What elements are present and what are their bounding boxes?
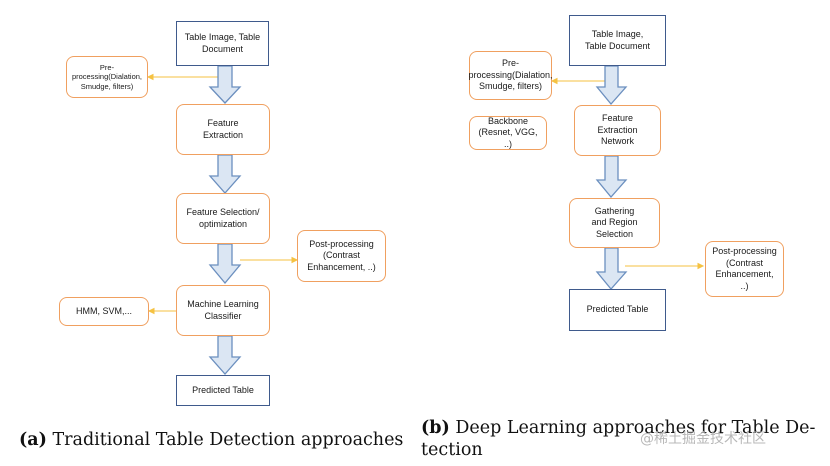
caption-b-line2: tection	[421, 440, 483, 460]
caption-b: (b) Deep Learning approaches for Table D…	[421, 417, 815, 461]
watermark: @稀土掘金技术社区	[640, 431, 766, 447]
block-arrow-a4	[208, 335, 242, 375]
caption-b-line1: Deep Learning approaches for Table De-	[455, 418, 816, 438]
block-arrow-b3	[595, 247, 628, 291]
b-input-box: Table Image, Table Document	[569, 15, 666, 66]
b-postprocessing-box: Post-processing (Contrast Enhancement, .…	[705, 241, 784, 297]
a-input-box: Table Image, Table Document	[176, 21, 269, 66]
caption-a: (a) Traditional Table Detection approach…	[19, 429, 403, 451]
a-classifier-examples-box: HMM, SVM,...	[59, 297, 149, 326]
a-classifier-box: Machine Learning Classifier	[176, 285, 270, 336]
a-feature-extraction-box: Feature Extraction	[176, 104, 270, 155]
a-output-box: Predicted Table	[176, 375, 270, 406]
caption-a-text: Traditional Table Detection approaches	[52, 430, 404, 450]
a-feature-selection-box: Feature Selection/ optimization	[176, 193, 270, 244]
block-arrow-b2	[595, 155, 628, 199]
caption-b-line1-wrap: (b) Deep Learning approaches for Table D…	[421, 417, 815, 439]
block-arrow-a1	[208, 65, 242, 104]
b-preprocessing-box: Pre-processing(Dialation, Smudge, filter…	[468, 51, 553, 100]
b-output-box: Predicted Table	[569, 289, 666, 331]
block-arrow-a3	[208, 243, 242, 285]
b-feature-extraction-box: Feature Extraction Network	[574, 105, 661, 156]
a-postprocessing-box: Post-processing (Contrast Enhancement, .…	[297, 230, 386, 282]
b-backbone-box: Backbone (Resnet, VGG, ..)	[469, 116, 547, 150]
caption-b-label: (b)	[421, 418, 450, 438]
block-arrow-a2	[208, 154, 242, 194]
b-gathering-box: Gathering and Region Selection	[569, 198, 660, 248]
caption-a-label: (a)	[19, 430, 47, 450]
block-arrow-b1	[595, 65, 628, 106]
a-preprocessing-box: Pre-processing(Dialation, Smudge, filter…	[66, 56, 148, 98]
